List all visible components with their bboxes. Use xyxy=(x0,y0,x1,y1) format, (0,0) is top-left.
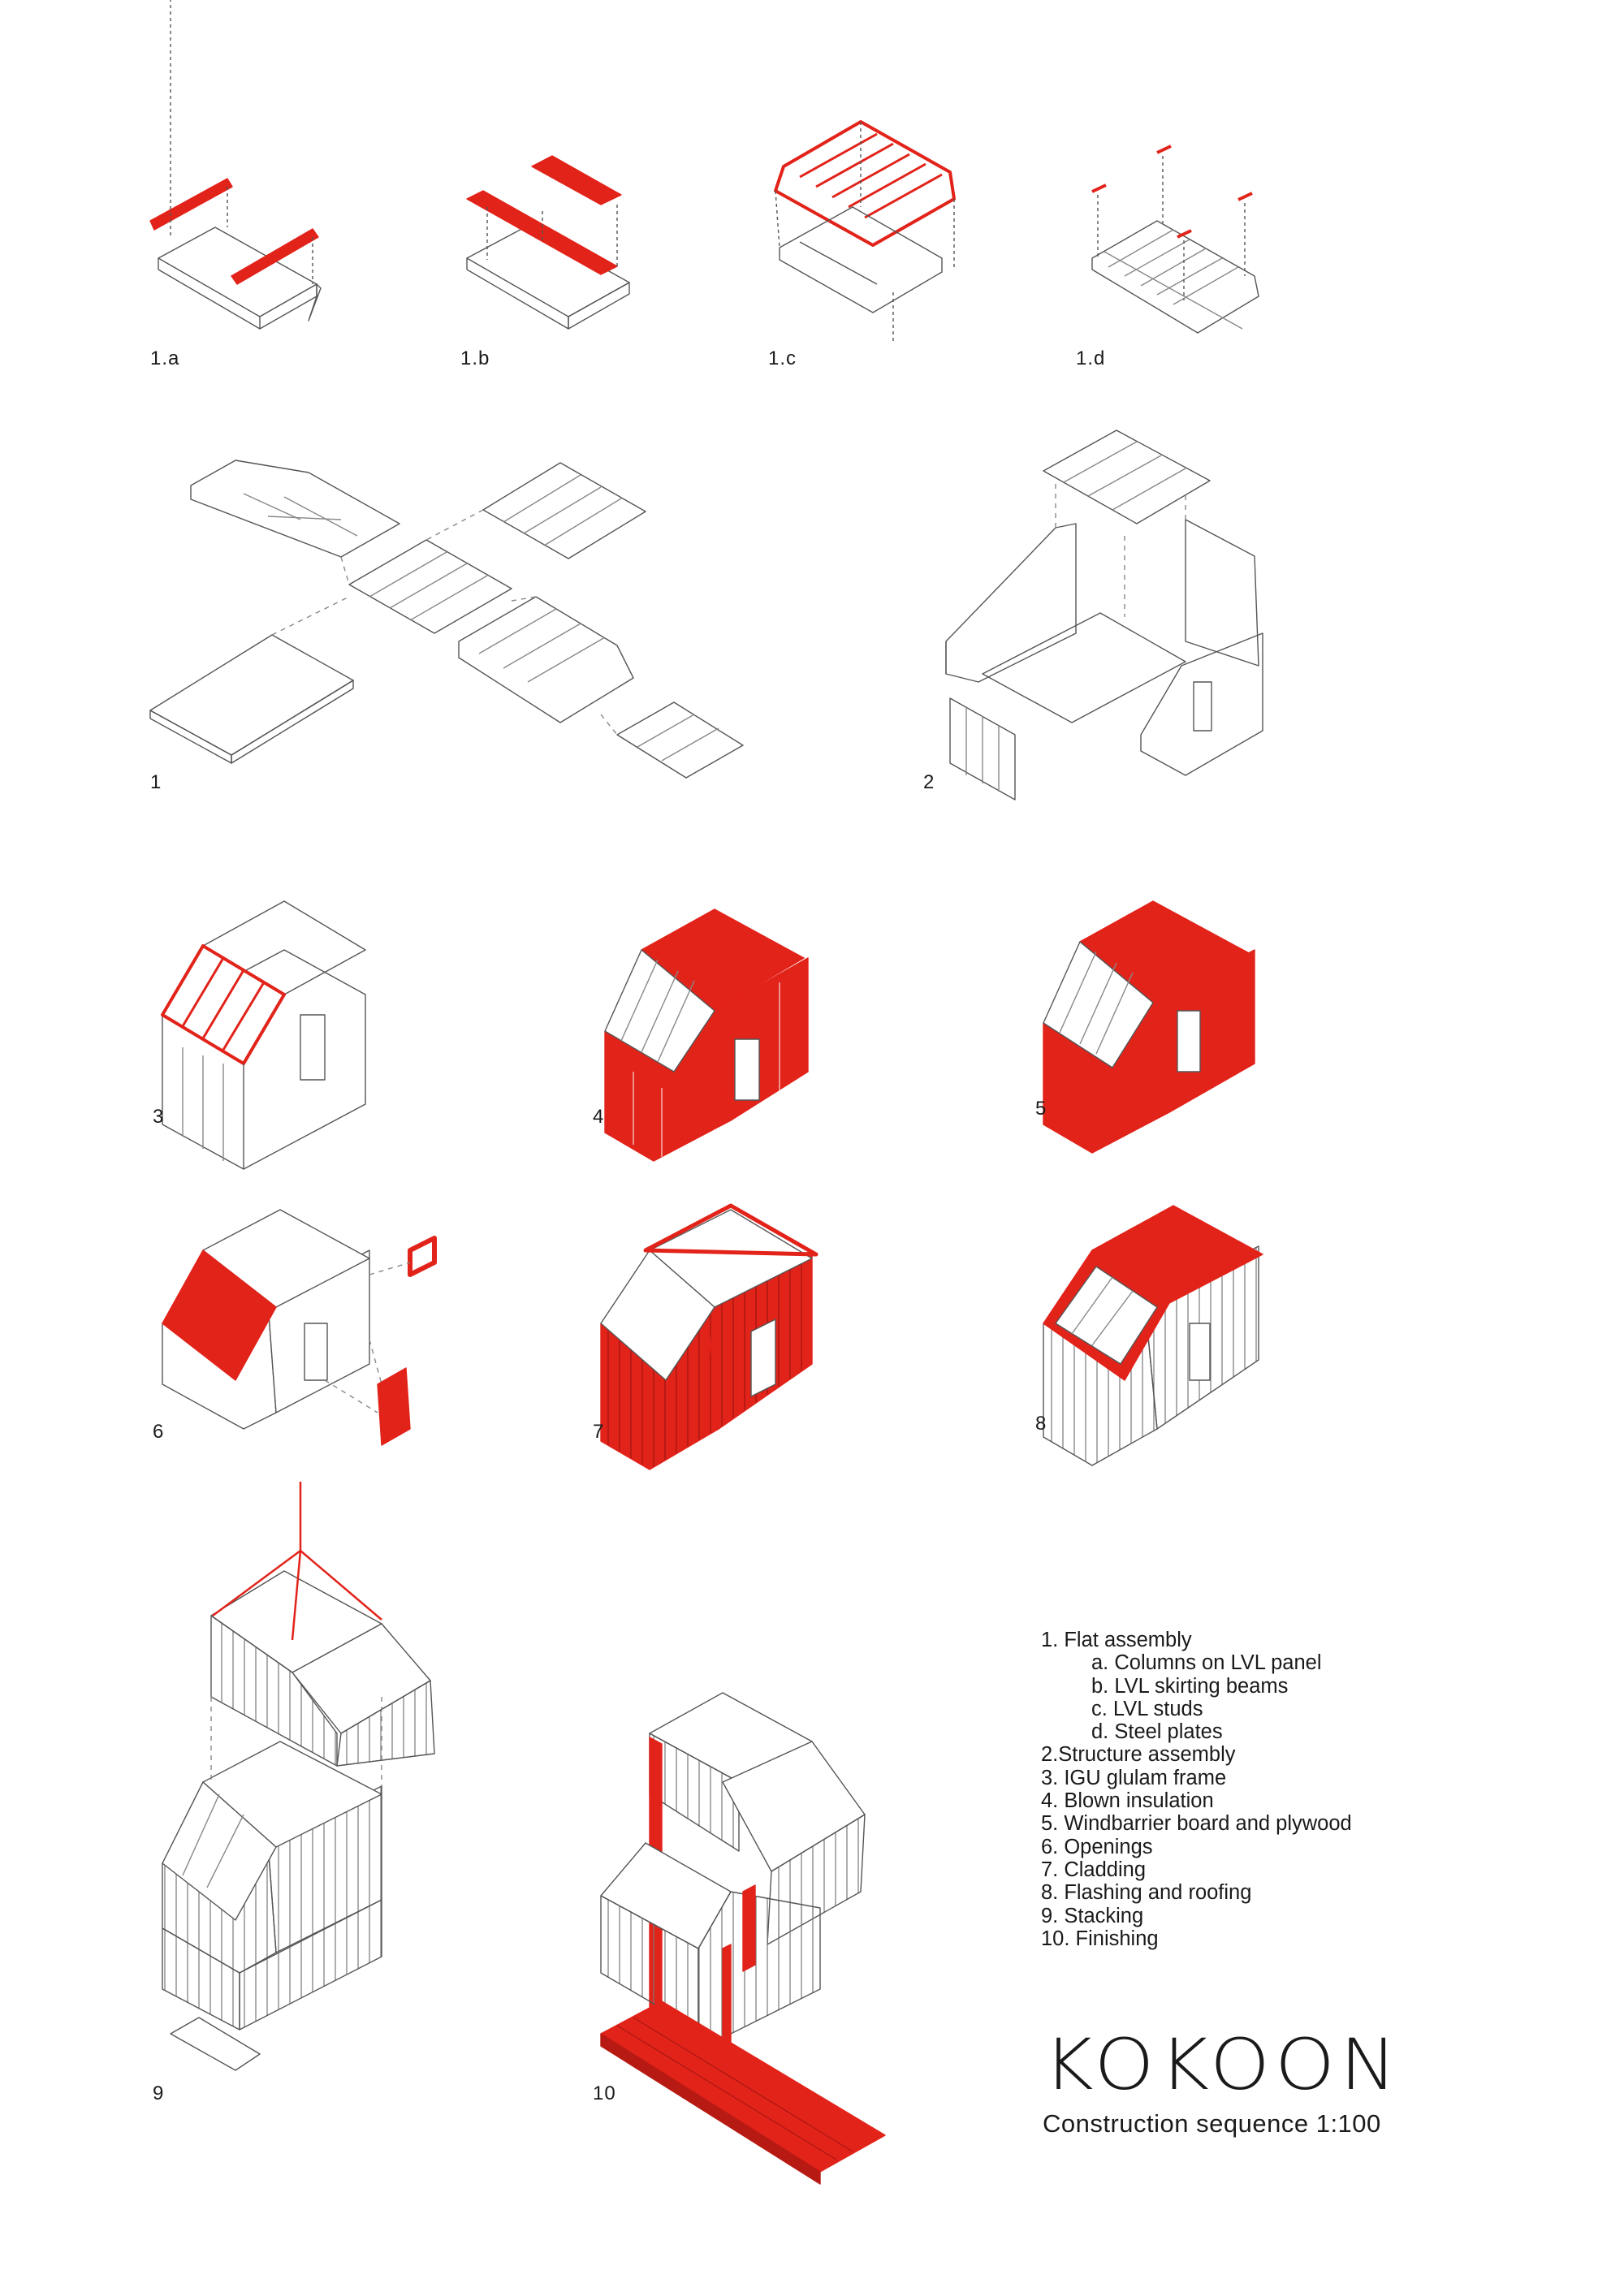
diagram-label: 1.d xyxy=(1076,347,1106,369)
legend-item: 7. Cladding xyxy=(1041,1858,1147,1881)
step-5-drawing xyxy=(1043,900,1255,1154)
legend-subitem: d. Steel plates xyxy=(1091,1720,1223,1744)
diagram-label: 6 xyxy=(153,1421,165,1443)
step-8-drawing xyxy=(1043,1205,1263,1466)
diagram-label: 10 xyxy=(593,2082,616,2104)
project-title: KOKOON xyxy=(1043,2025,1402,2107)
diagram-label: 1.a xyxy=(150,347,180,369)
legend-item: 3. IGU glulam frame xyxy=(1041,1766,1227,1789)
step-1d-drawing xyxy=(1091,145,1259,334)
legend-item: 10. Finishing xyxy=(1041,1927,1159,1950)
diagram-label: 5 xyxy=(1035,1098,1047,1120)
legend-subitem: a. Columns on LVL panel xyxy=(1091,1651,1322,1675)
legend-item: 9. Stacking xyxy=(1041,1904,1144,1927)
diagram-label: 4 xyxy=(593,1106,605,1128)
step-9-drawing xyxy=(162,1482,435,2071)
legend-subitem: c. LVL studs xyxy=(1091,1697,1203,1720)
step-10-drawing xyxy=(600,1692,886,2185)
diagram-label: 3 xyxy=(153,1106,165,1128)
legend-item: 5. Windbarrier board and plywood xyxy=(1041,1812,1352,1836)
step-6-drawing xyxy=(162,1209,437,1446)
diagram-label: 2 xyxy=(923,771,935,793)
step-7-drawing xyxy=(600,1203,818,1470)
legend-item: 4. Blown insulation xyxy=(1041,1789,1214,1813)
diagram-label: 1 xyxy=(150,771,162,793)
step-1a-drawing xyxy=(149,0,322,330)
diagram-label: 1.c xyxy=(768,347,797,369)
step-3-drawing xyxy=(161,900,366,1170)
legend-item: 8. Flashing and roofing xyxy=(1041,1881,1252,1905)
legend-item: 6. Openings xyxy=(1041,1835,1153,1858)
legend: 1. Flat assembly a. Columns on LVL panel… xyxy=(1041,1629,1352,1950)
step-1c-drawing xyxy=(774,120,956,341)
step-1b-drawing xyxy=(466,155,630,330)
step-2-drawing xyxy=(945,429,1263,801)
legend-item: 1. Flat assembly xyxy=(1041,1629,1192,1651)
diagram-label: 7 xyxy=(593,1421,605,1443)
step-1-drawing xyxy=(149,460,744,779)
legend-item: 2.Structure assembly xyxy=(1041,1743,1236,1767)
legend-subitem: b. LVL skirting beams xyxy=(1091,1674,1289,1698)
diagram-label: 1.b xyxy=(460,347,490,369)
step-4-drawing xyxy=(604,908,809,1162)
project-subtitle: Construction sequence 1:100 xyxy=(1043,2109,1381,2138)
diagram-label: 9 xyxy=(153,2082,165,2104)
diagram-label: 8 xyxy=(1035,1413,1047,1435)
